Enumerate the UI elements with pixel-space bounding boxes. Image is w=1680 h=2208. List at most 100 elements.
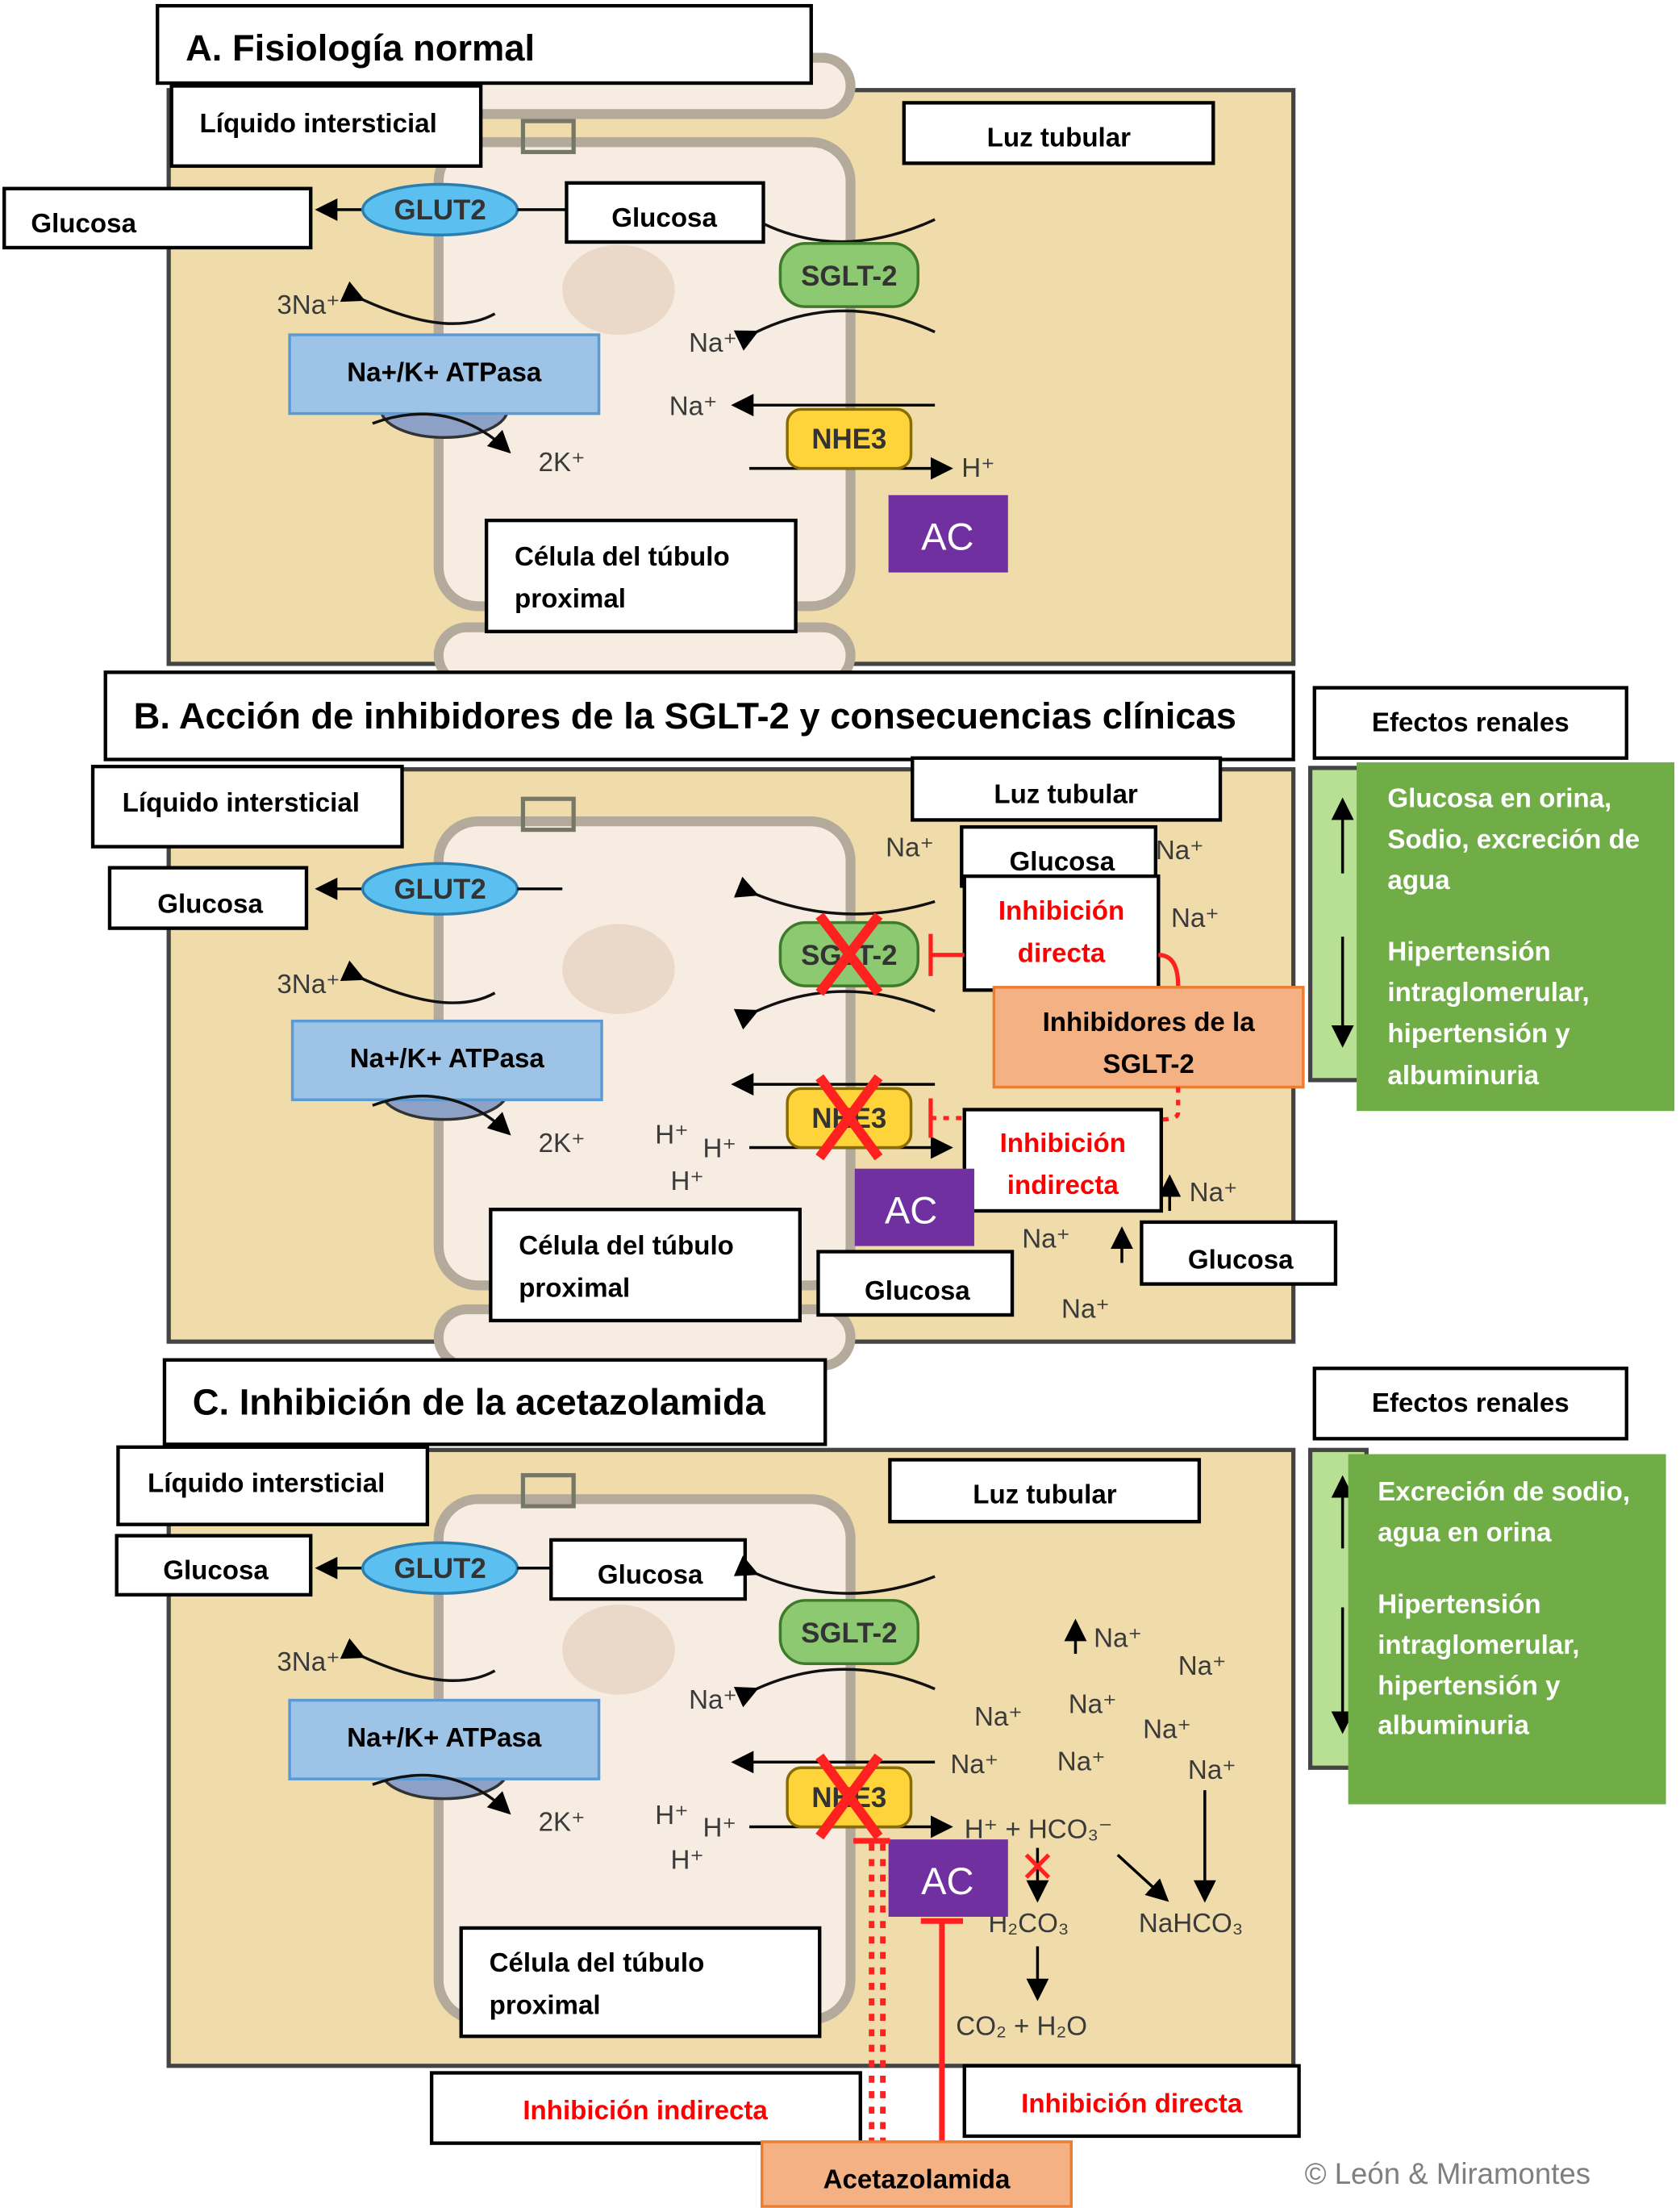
sodium-label: Na⁺ [1143, 1715, 1191, 1745]
panel-title: B. Acción de inhibidores de la SGLT-2 y … [134, 695, 1236, 737]
sglt2-label: SGLT-2 [801, 261, 897, 292]
co2-water-label: CO₂ + H₂O [956, 2011, 1087, 2041]
glucose-label: Glucosa [163, 1556, 269, 1586]
effect-down-line: albuminuria [1387, 1061, 1539, 1091]
sodium-label: Na⁺ [689, 1685, 737, 1715]
indirect-inhibition-line2: indirecta [1007, 1171, 1119, 1200]
cell-label-box [459, 1926, 822, 2039]
transport-curve [340, 1638, 496, 1682]
proton-label: H⁺ [670, 1846, 703, 1876]
potassium-label: 2K⁺ [539, 1808, 586, 1838]
effect-down-line: Hipertensión [1387, 937, 1550, 967]
renal-effects-title-box [1312, 1367, 1628, 1441]
atpase-box [288, 1698, 601, 1780]
blocked-x-icon [815, 1753, 883, 1840]
interstitial-box [116, 1445, 430, 1526]
direct-inhibition-box [962, 874, 1161, 992]
proton-label: H⁺ [670, 1167, 703, 1196]
sodium-label: Na⁺ [1057, 1747, 1106, 1777]
nhe3-transporter [786, 407, 913, 470]
transport-curve [340, 960, 496, 1004]
sglt2-inhibitors-line1: Inhibidores de la [1043, 1008, 1256, 1037]
panel-c: C. Inhibición de la acetazolamida Líquid… [115, 1358, 1666, 2208]
lumen-label: Luz tubular [987, 123, 1132, 152]
sglt2-inhibitors-box [992, 986, 1305, 1089]
renal-effects-box [1348, 1454, 1666, 1805]
copyright-credit: © León & Miramontes [1305, 2157, 1590, 2190]
potassium-label: 2K⁺ [539, 1129, 586, 1158]
sodium-3-label: 3Na⁺ [277, 290, 340, 320]
sodium-label: Na⁺ [886, 833, 934, 863]
cell-label-line1: Célula del túbulo [515, 542, 730, 572]
sodium-label: Na⁺ [1190, 1178, 1238, 1208]
title-box [162, 1358, 827, 1446]
transport-curve [340, 281, 496, 325]
lumen-box [888, 1458, 1202, 1524]
panel-title: A. Fisiología normal [186, 27, 535, 69]
cell-label-line2: proximal [490, 1990, 601, 2020]
inhibition-line [928, 933, 1181, 987]
arrow [1116, 1854, 1169, 1902]
title-box [103, 670, 1295, 762]
atpase-label: Na+/K+ ATPasa [347, 358, 542, 388]
acetazolamide-box [761, 2140, 1073, 2208]
effect-up-line: Excreción de sodio, [1378, 1477, 1630, 1507]
glucose-label: Glucosa [1188, 1245, 1294, 1275]
lumen-label: Luz tubular [973, 1480, 1117, 1510]
cell-label-line1: Célula del túbulo [490, 1948, 705, 1978]
sodium-label: Na⁺ [1094, 1623, 1142, 1653]
indirect-inhibition-line1: Inhibición [1000, 1129, 1126, 1158]
blocked-x-icon [815, 912, 883, 996]
direct-inhibition-line [920, 1918, 964, 2142]
tight-junction-icon [520, 796, 576, 833]
effect-down-line: intraglomerular, [1387, 978, 1589, 1008]
nucleus [562, 244, 675, 336]
sodium-label: Na⁺ [974, 1702, 1023, 1732]
transport-curve [733, 1555, 936, 1595]
transport-curve [733, 876, 936, 916]
panel-a: A. Fisiología normal Líquido intersticia… [2, 3, 1296, 689]
carbonic-anhydrase-box [888, 1839, 1008, 1918]
transport-curve [733, 309, 936, 351]
transport-curve [372, 412, 511, 454]
indirect-inhibition-box [962, 1108, 1163, 1213]
transport-curve [372, 1094, 511, 1136]
renal-effects-title: Efectos renales [1372, 708, 1570, 738]
panel-b: B. Acción de inhibidores de la SGLT-2 y … [90, 670, 1675, 1371]
effect-down-line: hipertensión y [1387, 1019, 1570, 1049]
transport-curve [762, 218, 936, 244]
direct-inhibition-label: Inhibición directa [1021, 2089, 1243, 2118]
effect-down-line: albuminuria [1378, 1710, 1529, 1740]
title-box [156, 3, 813, 86]
sodium-label: Na⁺ [950, 1750, 998, 1780]
effect-up-line: agua [1387, 866, 1450, 895]
ac-label: AC [885, 1189, 937, 1232]
glucose-lumen-box [549, 1538, 748, 1601]
interstitial-label: Líquido intersticial [200, 109, 437, 139]
blocked-x-icon [815, 1074, 883, 1161]
sglt2-transporter [778, 1599, 919, 1665]
indirect-inhibition-box [429, 2071, 862, 2145]
interstitial-box [90, 764, 404, 849]
glut2-label: GLUT2 [394, 194, 486, 226]
glucose-box [1140, 1220, 1338, 1286]
atpase-label: Na+/K+ ATPasa [350, 1044, 545, 1074]
direct-inhibition-box [962, 2064, 1301, 2139]
sglt2-label: SGLT-2 [801, 1617, 897, 1649]
transport-curve [372, 1773, 511, 1815]
sglt2-inhibitors-line2: SGLT-2 [1103, 1050, 1194, 1079]
glucose-label: Glucosa [865, 1276, 970, 1306]
sodium-label: Na⁺ [669, 391, 718, 421]
acetazolamide-label: Acetazolamida [823, 2164, 1011, 2194]
cell-label-line1: Célula del túbulo [519, 1231, 734, 1261]
interstitial-label: Líquido intersticial [148, 1469, 385, 1499]
ac-label: AC [921, 515, 973, 558]
glucose-lumen-label: Glucosa [1010, 847, 1115, 877]
tight-junction-icon [520, 119, 576, 155]
cell-label-box [489, 1208, 802, 1323]
effect-down-line: hipertensión y [1378, 1672, 1561, 1701]
transport-curve [733, 1667, 936, 1708]
cell-label-line2: proximal [515, 584, 626, 614]
sodium-label: Na⁺ [1022, 1224, 1070, 1254]
